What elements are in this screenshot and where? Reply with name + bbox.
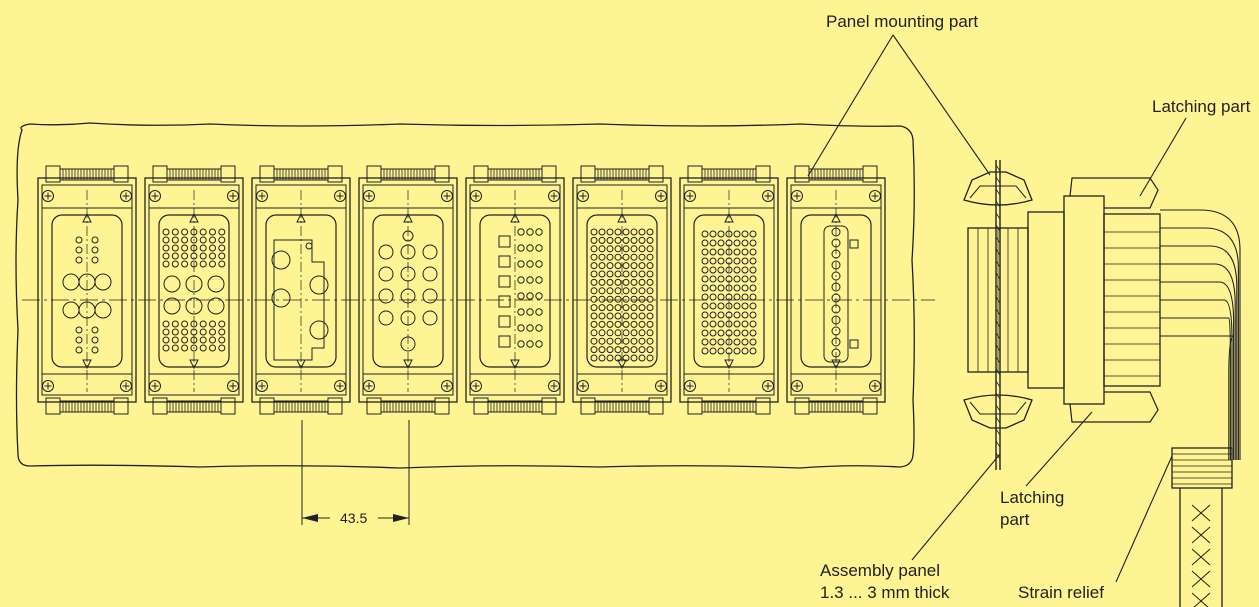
latching-part-bottom-label-line2: part bbox=[1000, 510, 1030, 529]
strain-relief-label: Strain relief bbox=[1018, 583, 1104, 602]
assembly-panel-label-line1: Assembly panel bbox=[820, 561, 941, 580]
pitch-dimension bbox=[301, 420, 410, 525]
pitch-dimension-label: 43.5 bbox=[340, 510, 368, 526]
connector-module bbox=[37, 165, 137, 415]
connector-module bbox=[251, 165, 351, 415]
side-view bbox=[963, 160, 1241, 607]
connector-module bbox=[786, 165, 886, 415]
connector-module bbox=[572, 165, 672, 415]
latching-part-top-label: Latching part bbox=[1152, 97, 1251, 116]
connector-module bbox=[679, 165, 779, 415]
panel-mounting-part-label: Panel mounting part bbox=[826, 12, 979, 31]
assembly-panel-label-line2: 1.3 ... 3 mm thick bbox=[820, 583, 950, 602]
connector-module bbox=[358, 165, 458, 415]
panel-cutout-outline bbox=[15, 122, 915, 469]
latching-part-bottom-label-line1: Latching bbox=[1000, 488, 1065, 507]
leader-lines bbox=[807, 34, 1187, 583]
connector-module bbox=[465, 165, 565, 415]
connector-modules bbox=[37, 165, 886, 415]
connector-module bbox=[144, 165, 244, 415]
